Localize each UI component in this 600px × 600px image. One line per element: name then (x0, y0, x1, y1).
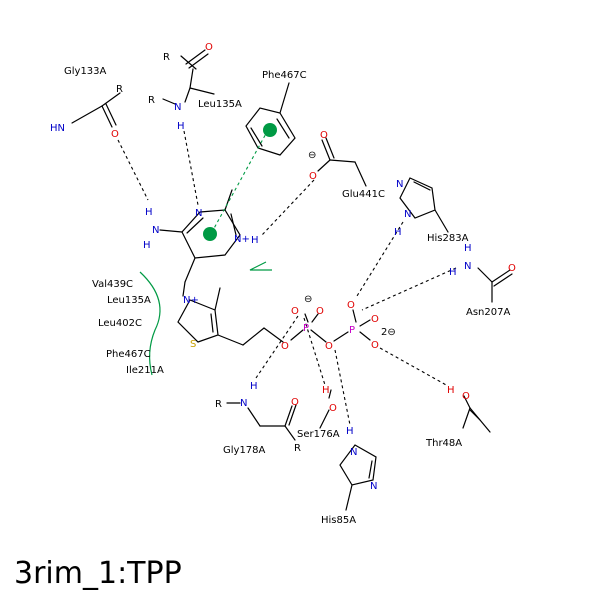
hydrophobic-phe467c: Phe467C (106, 349, 151, 360)
charge-dianion: 2⊖ (381, 327, 396, 338)
atom-p: P (303, 323, 309, 334)
atom-h: H (177, 121, 185, 132)
atom-o: O (508, 263, 516, 274)
atom-h: H (464, 243, 472, 254)
atom-h: H (394, 227, 402, 238)
hydrophobic-labels: Val439C Leu135A Leu402C Phe467C Ile211A (92, 279, 164, 376)
atom-s: S (190, 339, 196, 350)
atom-n: N (404, 209, 411, 220)
residue-leu135a: Leu135A (198, 99, 242, 110)
residue-asn207a: Asn207A (466, 307, 510, 318)
residue-thr48a: Thr48A (425, 438, 462, 449)
atom-h: H (346, 426, 354, 437)
residue-gly178a: Gly178A (223, 445, 266, 456)
page-title: 3rim_1:TPP (14, 556, 182, 591)
atom-labels: R R R R R HN N H H N H N N+ H N+ N N H H… (50, 42, 516, 492)
atom-o: O (309, 171, 317, 182)
atom-o: O (325, 341, 333, 352)
atom-h: H (250, 381, 258, 392)
hydrophobic-leu402c: Leu402C (98, 318, 142, 329)
atom-hn: HN (50, 123, 65, 134)
hydrogen-bonds (117, 130, 457, 426)
hydrophobic-ile211a: Ile211A (126, 365, 164, 376)
atom-h: H (449, 267, 457, 278)
atom-n: N (464, 261, 471, 272)
atom-n: N (370, 481, 377, 492)
atom-n-plus: N+ (234, 234, 250, 245)
pi-interactions (139, 123, 277, 376)
atom-o: O (462, 391, 470, 402)
atom-n: N (350, 447, 357, 458)
charge-minus: ⊖ (304, 294, 312, 305)
atom-r: R (215, 399, 222, 410)
atom-o: O (281, 341, 289, 352)
atom-n-plus: N+ (183, 295, 199, 306)
atom-o: O (291, 397, 299, 408)
atom-o: O (205, 42, 213, 53)
atom-n: N (152, 225, 159, 236)
residue-ser176a: Ser176A (297, 429, 340, 440)
atom-o: O (371, 340, 379, 351)
bonds (71, 49, 513, 511)
residue-glu441c: Glu441C (342, 189, 385, 200)
hydrophobic-arc (139, 271, 161, 376)
atom-o: O (291, 306, 299, 317)
atom-p: P (349, 325, 355, 336)
atom-h: H (145, 207, 153, 218)
atom-r: R (148, 95, 155, 106)
atom-n: N (396, 179, 403, 190)
atom-n: N (174, 102, 181, 113)
pi-center-phe (263, 123, 277, 137)
atom-o: O (316, 306, 324, 317)
pi-center-pyrimidine (203, 227, 217, 241)
atom-h: H (322, 385, 330, 396)
atom-o: O (329, 403, 337, 414)
atom-n: N (240, 398, 247, 409)
residue-gly133a: Gly133A (64, 66, 107, 77)
atom-o: O (347, 300, 355, 311)
residue-phe467c: Phe467C (262, 70, 307, 81)
residue-his85a: His85A (321, 515, 356, 526)
residue-labels: Gly133A Leu135A Phe467C Glu441C His283A … (64, 66, 510, 526)
hydrophobic-val439c: Val439C (92, 279, 133, 290)
atom-r: R (294, 443, 301, 454)
atom-o: O (371, 314, 379, 325)
atom-h: H (143, 240, 151, 251)
atom-r: R (116, 84, 123, 95)
atom-o: O (320, 130, 328, 141)
atom-h: H (447, 385, 455, 396)
residue-his283a: His283A (427, 233, 469, 244)
hydrophobic-contact-mark (249, 261, 272, 271)
atom-o: O (111, 129, 119, 140)
hydrophobic-leu135a: Leu135A (107, 295, 151, 306)
atom-n: N (195, 208, 202, 219)
charge-minus: ⊖ (308, 150, 316, 161)
atom-h: H (251, 235, 259, 246)
atom-r: R (163, 52, 170, 63)
